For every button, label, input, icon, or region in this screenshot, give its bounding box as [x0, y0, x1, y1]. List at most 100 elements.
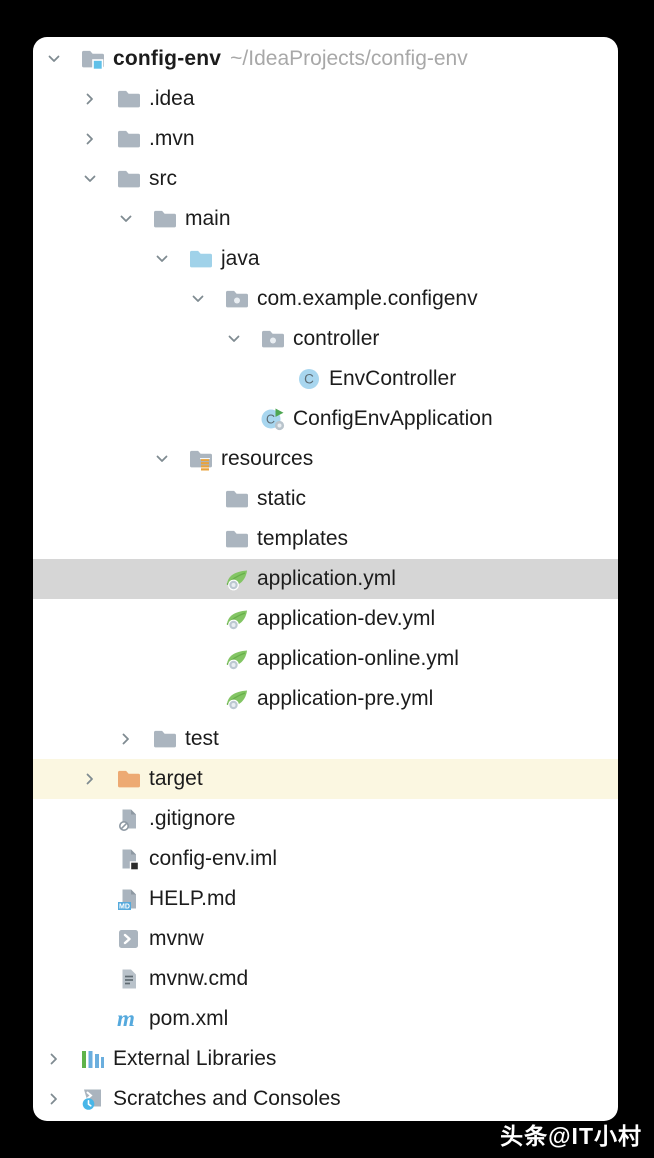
- chevron-spacer: [81, 1007, 116, 1031]
- tree-row-application-online-yml[interactable]: application-online.yml: [33, 639, 618, 679]
- tree-row-application-pre-yml[interactable]: application-pre.yml: [33, 679, 618, 719]
- tree-row-mvnw-cmd[interactable]: mvnw.cmd: [33, 959, 618, 999]
- tree-item-label: EnvController: [329, 367, 457, 390]
- tree-item-label: main: [185, 207, 231, 230]
- scratches-icon: [80, 1087, 106, 1111]
- tree-item-label: Scratches and Consoles: [113, 1087, 341, 1110]
- tree-row--idea[interactable]: .idea: [33, 79, 618, 119]
- svg-text:MD: MD: [119, 904, 130, 911]
- chevron-spacer: [81, 807, 116, 831]
- tree-item-label: src: [149, 167, 177, 190]
- tree-item-label: ConfigEnvApplication: [293, 407, 493, 430]
- package-icon: [260, 327, 286, 351]
- svg-text:m: m: [117, 1007, 135, 1031]
- tree-row-mvnw[interactable]: mvnw: [33, 919, 618, 959]
- tree-row--mvn[interactable]: .mvn: [33, 119, 618, 159]
- tree-row-main[interactable]: main: [33, 199, 618, 239]
- folder-icon: [152, 727, 178, 751]
- tree-item-label: templates: [257, 527, 349, 550]
- chevron-spacer: [189, 607, 224, 631]
- chevron-spacer: [81, 847, 116, 871]
- chevron-down-icon[interactable]: [117, 207, 152, 231]
- folder-icon: [116, 87, 142, 111]
- tree-row-config-env[interactable]: config-env ~/IdeaProjects/config-env: [33, 39, 618, 79]
- tree-row-external-libraries[interactable]: External Libraries: [33, 1039, 618, 1079]
- chevron-down-icon[interactable]: [153, 447, 188, 471]
- source-folder-icon: [188, 247, 214, 271]
- svg-text:C: C: [266, 412, 275, 426]
- tree-row-controller[interactable]: controller: [33, 319, 618, 359]
- ignored-file-icon: [116, 807, 142, 831]
- chevron-spacer: [189, 527, 224, 551]
- chevron-spacer: [81, 887, 116, 911]
- tree-item-label: application-dev.yml: [257, 607, 436, 630]
- tree-row-static[interactable]: static: [33, 479, 618, 519]
- tree-row-envcontroller[interactable]: C EnvController: [33, 359, 618, 399]
- tree-item-label: mvnw: [149, 927, 204, 950]
- tree-row-target[interactable]: target: [33, 759, 618, 799]
- resources-folder-icon: [188, 447, 214, 471]
- chevron-down-icon[interactable]: [81, 167, 116, 191]
- tree-item-label: .mvn: [149, 127, 195, 150]
- package-icon: [224, 287, 250, 311]
- class-icon: C: [296, 367, 322, 391]
- tree-row-templates[interactable]: templates: [33, 519, 618, 559]
- libraries-icon: [80, 1047, 106, 1071]
- tree-item-label: .gitignore: [149, 807, 236, 830]
- folder-icon: [224, 527, 250, 551]
- spring-config-icon: [224, 647, 250, 671]
- tree-row-scratches-and-consoles[interactable]: Scratches and Consoles: [33, 1079, 618, 1119]
- maven-icon: m: [116, 1007, 142, 1031]
- tree-row-application-yml[interactable]: application.yml: [33, 559, 618, 599]
- chevron-right-icon[interactable]: [81, 127, 116, 151]
- watermark: 头条@IT小村: [500, 1123, 642, 1149]
- chevron-spacer: [81, 967, 116, 991]
- chevron-spacer: [225, 407, 260, 431]
- tree-row-resources[interactable]: resources: [33, 439, 618, 479]
- spring-config-icon: [224, 687, 250, 711]
- tree-row-src[interactable]: src: [33, 159, 618, 199]
- chevron-down-icon[interactable]: [45, 47, 80, 71]
- tree-row--gitignore[interactable]: .gitignore: [33, 799, 618, 839]
- chevron-down-icon[interactable]: [225, 327, 260, 351]
- shell-script-icon: [116, 927, 142, 951]
- svg-text:C: C: [304, 372, 314, 387]
- project-folder-icon: [80, 47, 106, 71]
- tree-row-application-dev-yml[interactable]: application-dev.yml: [33, 599, 618, 639]
- chevron-down-icon[interactable]: [189, 287, 224, 311]
- chevron-spacer: [189, 487, 224, 511]
- folder-icon: [116, 167, 142, 191]
- project-tree: config-env ~/IdeaProjects/config-env .id…: [33, 39, 618, 1119]
- excluded-folder-icon: [116, 767, 142, 791]
- chevron-right-icon[interactable]: [81, 87, 116, 111]
- tree-item-label: config-env: [113, 47, 222, 70]
- tree-row-test[interactable]: test: [33, 719, 618, 759]
- chevron-right-icon[interactable]: [81, 767, 116, 791]
- tree-row-config-env-iml[interactable]: config-env.iml: [33, 839, 618, 879]
- tree-item-label: .idea: [149, 87, 195, 110]
- tree-item-label: java: [221, 247, 260, 270]
- tree-item-label: config-env.iml: [149, 847, 277, 870]
- tree-item-label: pom.xml: [149, 1007, 229, 1030]
- folder-icon: [224, 487, 250, 511]
- tree-row-java[interactable]: java: [33, 239, 618, 279]
- chevron-spacer: [189, 647, 224, 671]
- tree-item-label: External Libraries: [113, 1047, 277, 1070]
- tree-row-configenvapplication[interactable]: C ConfigEnvApplication: [33, 399, 618, 439]
- project-path: ~/IdeaProjects/config-env: [230, 47, 468, 70]
- tree-item-label: controller: [293, 327, 380, 350]
- boot-class-icon: C: [260, 407, 286, 431]
- chevron-spacer: [261, 367, 296, 391]
- chevron-right-icon[interactable]: [45, 1087, 80, 1111]
- spring-config-icon: [224, 567, 250, 591]
- chevron-down-icon[interactable]: [153, 247, 188, 271]
- tree-row-com-example-configenv[interactable]: com.example.configenv: [33, 279, 618, 319]
- tree-item-label: target: [149, 767, 203, 790]
- tree-row-help-md[interactable]: MD HELP.md: [33, 879, 618, 919]
- tree-item-label: application.yml: [257, 567, 396, 590]
- text-file-icon: [116, 967, 142, 991]
- folder-icon: [152, 207, 178, 231]
- chevron-right-icon[interactable]: [117, 727, 152, 751]
- tree-row-pom-xml[interactable]: m pom.xml: [33, 999, 618, 1039]
- chevron-right-icon[interactable]: [45, 1047, 80, 1071]
